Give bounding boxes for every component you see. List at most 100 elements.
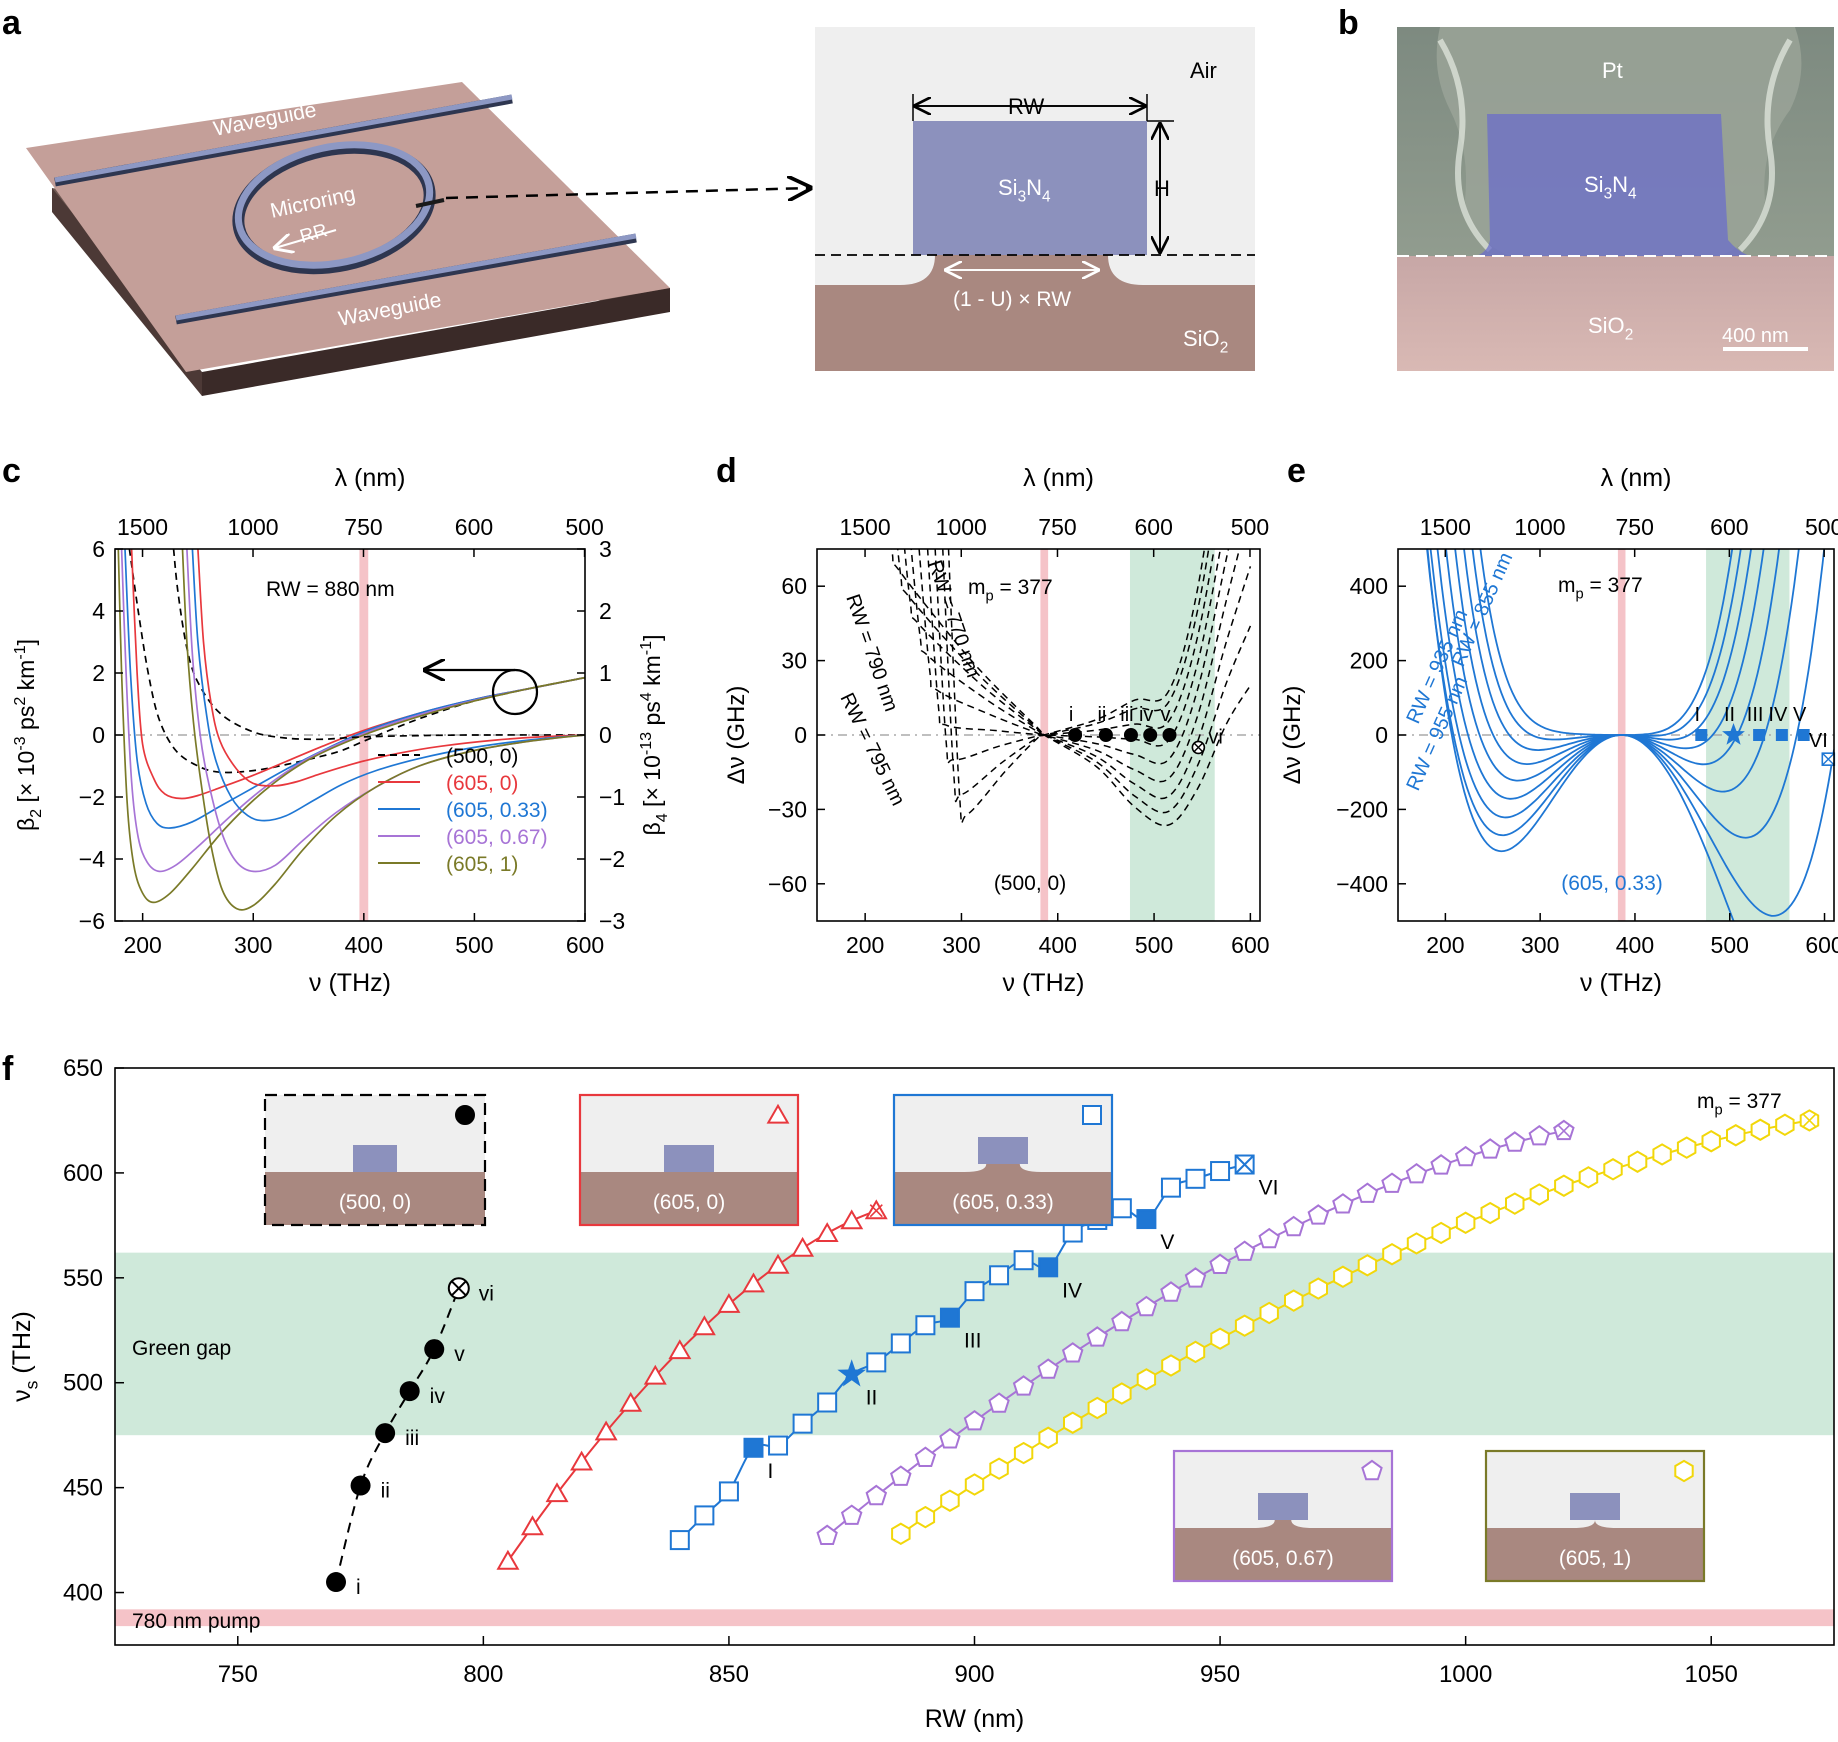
marker-square: [1111, 1198, 1132, 1219]
ylabel-c: β2 [× 10-3 ps2 km-1]: [11, 639, 45, 831]
marker-pentagon: [1086, 1326, 1109, 1347]
marker-pentagon: [1430, 1154, 1452, 1175]
marker-cross: [1802, 1113, 1817, 1128]
marker-cross: [869, 1204, 883, 1218]
xlabel-c: ν (THz): [309, 969, 391, 997]
marker-pentagon: [1504, 1131, 1526, 1152]
marker-hexagon: [1259, 1301, 1279, 1325]
marker-cross: [1193, 742, 1203, 752]
y2label-c: β4 [× 10-13 ps4 km-1]: [637, 634, 671, 835]
inset--500-0-: (500, 0): [263, 1093, 487, 1227]
panel-label-d: d: [716, 452, 737, 490]
legend-entry: (605, 0.67): [446, 826, 548, 849]
marker-square: [817, 1392, 838, 1413]
inset-core: [1570, 1493, 1620, 1520]
marker-square: [1082, 1105, 1102, 1125]
marker-hexagon: [1185, 1340, 1206, 1364]
x-tick-label: 500: [1135, 932, 1173, 958]
scalebar-label: 400 nm: [1722, 325, 1789, 347]
top-xlabel-d: λ (nm): [1023, 464, 1094, 492]
marker-pentagon: [1012, 1375, 1035, 1396]
inset-core: [664, 1145, 714, 1172]
marker-triangle: [520, 1515, 544, 1536]
x-tick-label: 600: [1231, 932, 1269, 958]
marker-hexagon: [1210, 1327, 1230, 1350]
marker-hexagon: [1406, 1232, 1427, 1255]
inset-label: (605, 0.33): [952, 1191, 1054, 1214]
marker-hexagon: [1529, 1183, 1549, 1206]
y-tick-label: −200: [1336, 796, 1388, 822]
sem-edge-right: [1737, 38, 1793, 253]
marker-pentagon: [1111, 1310, 1133, 1332]
marker-triangle: [840, 1209, 864, 1230]
marker-hexagon: [1480, 1201, 1500, 1225]
microring-body: [234, 141, 434, 269]
marker-hexagon: [1627, 1150, 1648, 1173]
marker-cross: [1234, 1154, 1255, 1175]
y-tick-label: −30: [768, 796, 807, 822]
marker-hexagon: [1333, 1265, 1353, 1289]
series--605-1--left: [117, 549, 585, 904]
inset-frame: [1484, 1449, 1706, 1583]
marker-triangle: [766, 1103, 790, 1124]
marker-hexagon: [1382, 1242, 1402, 1266]
marker-triangle: [619, 1391, 643, 1412]
rr-arrow: [275, 229, 337, 248]
y-tick-label: −60: [768, 871, 807, 897]
y2-tick-label: −2: [599, 846, 625, 872]
point-label: vi: [479, 1282, 494, 1305]
marker-triangle: [594, 1420, 618, 1441]
marker-label: vi: [1208, 726, 1222, 748]
marker-square: [1136, 1209, 1157, 1230]
point-label: I: [767, 1460, 773, 1483]
marker-filled-circle: [375, 1423, 396, 1444]
y-tick-label: −6: [79, 908, 105, 934]
legend-entry: (605, 0.33): [446, 799, 548, 822]
marker-pentagon: [963, 1409, 986, 1431]
undercut-label: (1 - U) × RW: [953, 288, 1071, 311]
marker-pentagon: [1135, 1295, 1158, 1317]
green-gap-label: Green gap: [132, 1337, 231, 1360]
marker-square: [1185, 1168, 1206, 1189]
inset-label: (605, 0.67): [1232, 1547, 1334, 1570]
marker-hexagon: [1161, 1354, 1181, 1377]
marker-hexagon: [1603, 1158, 1623, 1181]
marker-hexagon: [1063, 1411, 1083, 1434]
panel-a-schematic: Waveguide Waveguide Microring RR: [26, 82, 810, 396]
x-tick-label: 600: [1805, 932, 1838, 958]
marker-pentagon: [840, 1504, 863, 1525]
x-tick-label: 600: [566, 932, 604, 958]
marker-pentagon: [1258, 1227, 1280, 1249]
y-tick-label: 500: [63, 1370, 103, 1397]
panel-label-f: f: [2, 1050, 14, 1088]
y-tick-label: 600: [63, 1160, 103, 1187]
annotation-rw-c: RW = 880 nm: [266, 578, 395, 601]
marker-square: [1210, 1161, 1231, 1182]
marker-triangle: [815, 1222, 839, 1242]
chip-bottom-edge: [52, 188, 202, 396]
marker-square: [694, 1505, 715, 1526]
marker-hexagon: [1357, 1254, 1378, 1277]
top-tick-label: 750: [344, 514, 382, 540]
marker-label: iv: [1139, 704, 1153, 726]
inset-label: (605, 1): [1559, 1547, 1631, 1570]
top-xlabel-c: λ (nm): [335, 464, 406, 492]
marker-hexagon: [940, 1489, 960, 1512]
y-tick-label: −400: [1336, 871, 1388, 897]
point-label: II: [866, 1386, 878, 1409]
point-label: v: [454, 1343, 465, 1366]
marker-hexagon: [1554, 1174, 1574, 1197]
substrate-label-a: SiO2: [1183, 326, 1228, 357]
xlabel-d: ν (THz): [1003, 969, 1085, 997]
y-tick-label: 450: [63, 1475, 103, 1502]
legend-entry: (605, 0): [446, 772, 518, 795]
marker-triangle: [643, 1364, 667, 1385]
insets-f: (500, 0)(605, 0)(605, 0.33)(605, 0.67)(6…: [263, 1093, 1706, 1583]
marker-star: [1722, 723, 1745, 745]
y-tick-label: 60: [781, 573, 807, 599]
